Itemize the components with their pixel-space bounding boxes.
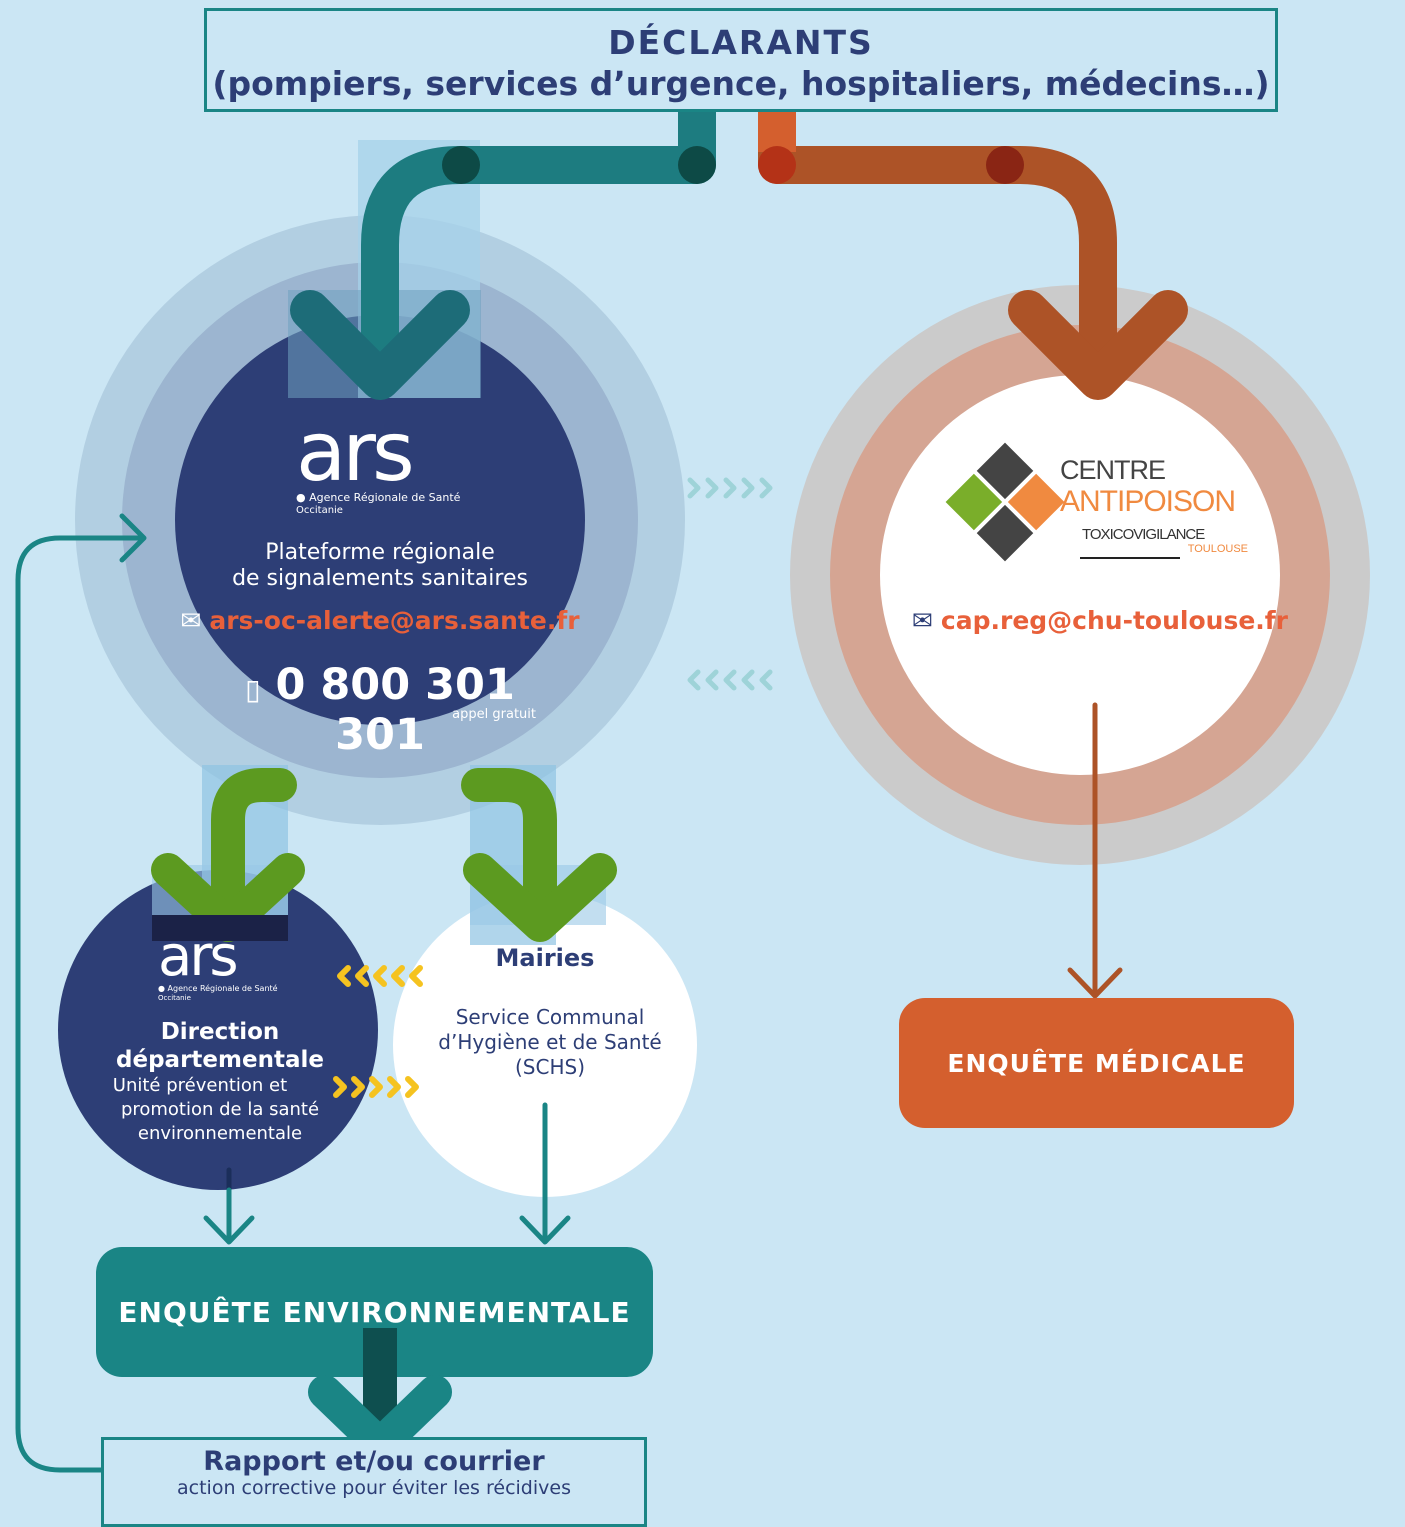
ars-phone-number[interactable]: 0 800 301 301 [275, 660, 515, 760]
mairies-title: Mairies [495, 944, 595, 972]
direction-desc-line3: environnementale [137, 1123, 303, 1144]
feedback-loop [15, 513, 147, 1473]
mail-icon: ✉ [180, 606, 202, 635]
mairies-desc-line1: Service Communal [455, 1005, 645, 1029]
direction-logo-wordmark: ars [158, 924, 238, 989]
cap-logo-underline [1080, 557, 1180, 559]
antipoison-logo-emblem [945, 442, 1065, 562]
mairies-desc-line3: (SCHS) [515, 1055, 585, 1079]
declarants-title: DÉCLARANTS [608, 23, 874, 62]
yellow-chevrons-right [333, 1076, 419, 1098]
enquete-medicale-box: ENQUÊTE MÉDICALE [899, 998, 1294, 1128]
direction-logo-region: Occitanie [158, 994, 191, 1002]
green-arrows [151, 765, 617, 945]
antipoison-email-row[interactable]: ✉ cap.reg@chu-toulouse.fr [900, 606, 1300, 635]
cap-logo-line3: TOXICOVIGILANCE [1082, 526, 1205, 543]
chevrons-to-ars [687, 669, 773, 691]
ars-phone-note: appel gratuit [452, 707, 536, 722]
teal-arrow-to-ars [288, 93, 716, 400]
enquete-medicale-label: ENQUÊTE MÉDICALE [947, 1048, 1246, 1078]
direction-departementale-text: Direction départementale Unité préventio… [80, 1018, 360, 1146]
direction-logo-caption-text: Agence Régionale de Santé [167, 984, 278, 993]
mairies-description: Service Communal d’Hygiène et de Santé (… [410, 1005, 690, 1080]
ars-logo: ars ● Agence Régionale de Santé Occitani… [296, 405, 476, 535]
direction-ars-logo: ars ● Agence Régionale de Santé Occitani… [158, 924, 288, 1010]
mairies-desc-line2: d’Hygiène et de Santé [438, 1030, 662, 1054]
phone-icon: ▯ [245, 673, 261, 706]
direction-desc-line1: Unité prévention et [112, 1075, 288, 1096]
mail-icon: ✉ [912, 606, 933, 635]
direction-logo-caption: ● Agence Régionale de Santé [158, 984, 278, 993]
ars-platform-title: Plateforme régionale de signalements san… [170, 540, 590, 592]
antipoison-circles [790, 285, 1370, 865]
ars-phone-row[interactable]: ▯ 0 800 301 301 [210, 660, 550, 760]
yellow-chevrons-left [337, 965, 423, 987]
cap-logo-line2: ANTIPOISON [1060, 485, 1236, 518]
ars-title-line1: Plateforme régionale [265, 540, 495, 565]
antipoison-logo-text: CENTRE ANTIPOISON TOXICOVIGILANCE TOULOU… [1060, 455, 1260, 555]
direction-title-line2: départementale [116, 1047, 324, 1073]
rapport-description: action corrective pour éviter les récidi… [177, 1477, 571, 1499]
antipoison-email-link[interactable]: cap.reg@chu-toulouse.fr [940, 606, 1288, 635]
direction-title-line1: Direction [160, 1019, 280, 1045]
ars-platform-circles [75, 215, 685, 825]
rapport-title: Rapport et/ou courrier [203, 1446, 545, 1477]
declarants-subtitle: (pompiers, services d’urgence, hospitali… [212, 64, 1270, 103]
ars-logo-caption-text: Agence Régionale de Santé [309, 491, 461, 504]
ars-email-link[interactable]: ars-oc-alerte@ars.sante.fr [209, 606, 580, 635]
thin-arrow-to-med [1067, 702, 1123, 999]
mairies-circle [393, 893, 697, 1197]
chevrons-to-cap [687, 477, 773, 499]
ars-logo-wordmark: ars [296, 405, 415, 500]
direction-desc-line2: promotion de la santé [120, 1099, 320, 1120]
ars-logo-region: Occitanie [296, 505, 343, 516]
rapport-box: Rapport et/ou courrier action corrective… [101, 1437, 647, 1527]
orange-arrow-to-cap [758, 93, 1188, 400]
direction-circle [58, 870, 378, 1190]
cap-logo-line4: TOULOUSE [1187, 543, 1248, 555]
ars-logo-caption: ● Agence Régionale de Santé [296, 491, 461, 504]
thin-arrows-to-env [203, 1102, 571, 1245]
declarants-box: DÉCLARANTS (pompiers, services d’urgence… [204, 8, 1278, 112]
ars-email-row[interactable]: ✉ ars-oc-alerte@ars.sante.fr [160, 606, 600, 635]
enquete-environnementale-label: ENQUÊTE ENVIRONNEMENTALE [118, 1295, 631, 1329]
ars-title-line2: de signalements sanitaires [232, 566, 528, 591]
cap-logo-line1: CENTRE [1060, 455, 1166, 485]
